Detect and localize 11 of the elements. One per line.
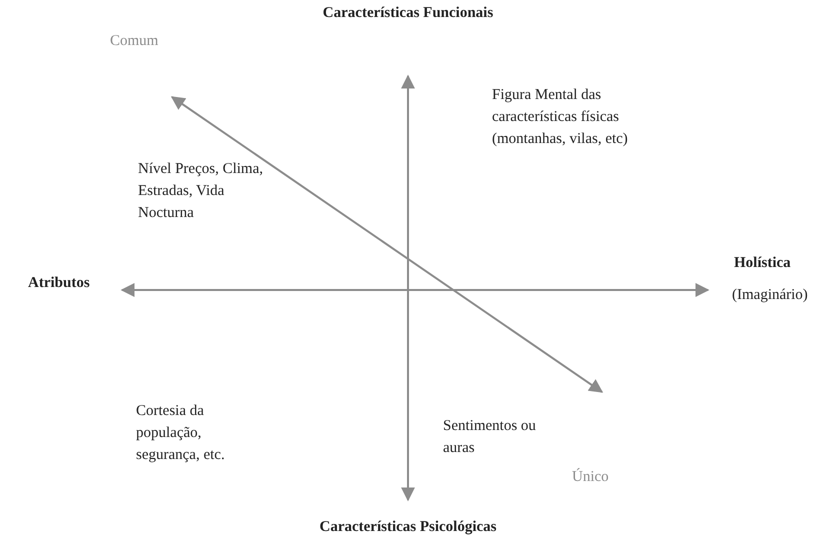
pole-label: Comum xyxy=(110,32,158,51)
axis-label: Características Funcionais xyxy=(322,4,494,23)
pole-label: Único xyxy=(572,467,609,487)
quadrant-note: Figura Mental das características físicas (montanhas, vilas, etc) xyxy=(492,86,629,149)
axis-label: (Imaginário) xyxy=(732,286,808,305)
axis-label: Atributos xyxy=(28,274,90,293)
quadrant-note: Sentimentos ou auras xyxy=(443,417,537,458)
axis-label: Holística xyxy=(734,254,791,273)
axis-label: Características Psicológicas xyxy=(318,518,498,537)
quadrant-note: Cortesia da população, segurança, etc. xyxy=(136,402,226,465)
quadrant-note: Nível Preços, Clima, Estradas, Vida Nocturna xyxy=(138,160,264,223)
